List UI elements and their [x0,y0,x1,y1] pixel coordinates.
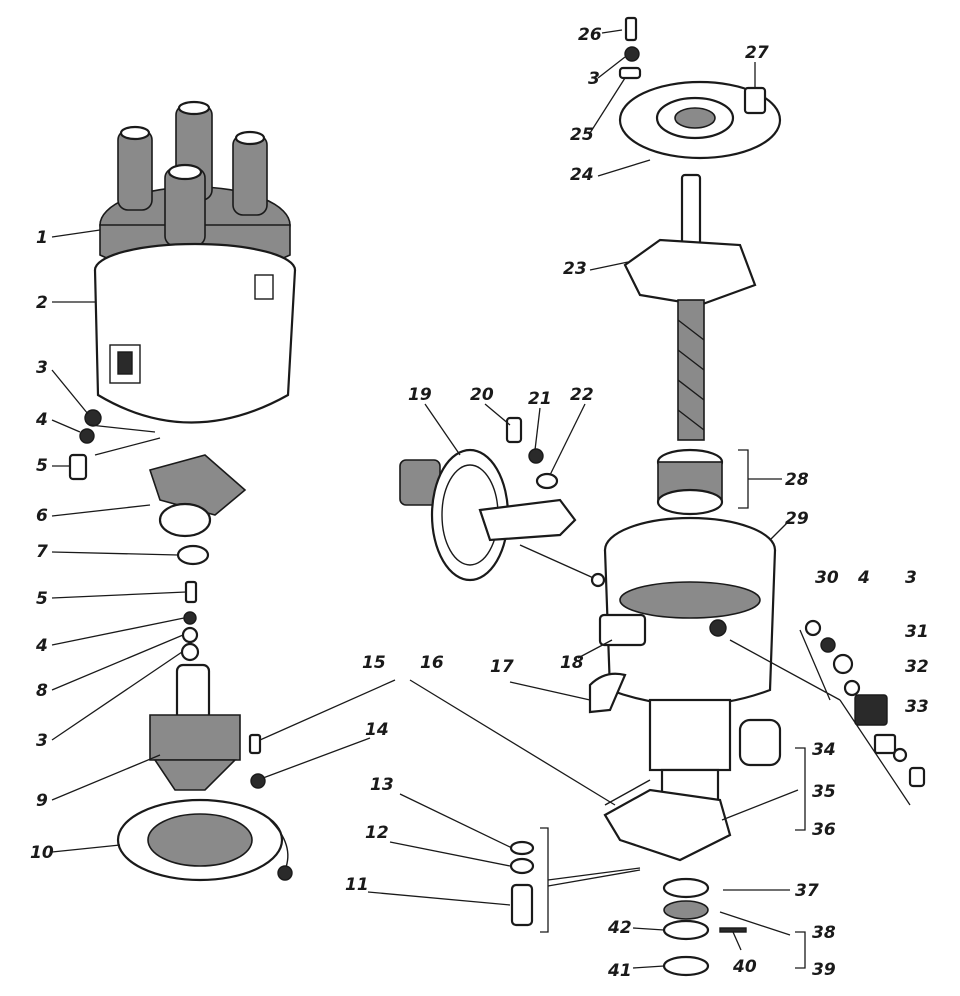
callout-5: 5 [36,589,48,609]
callout-20: 20 [470,385,494,405]
cap-shield-housing [93,242,297,424]
callout-28: 28 [785,470,809,490]
callout-36: 36 [812,820,836,840]
callout-25: 25 [570,125,594,145]
vacuum-washer [535,472,559,490]
callout-8: 8 [36,681,48,701]
plate-clip [618,66,642,80]
left-fasteners-top [68,409,161,481]
callout-14: 14 [365,720,389,740]
callout-23: 23 [563,259,587,279]
vacuum-screw [505,416,523,444]
callout-3: 3 [36,358,48,378]
callout-3: 3 [905,568,917,588]
callout-11: 11 [345,875,369,895]
callout-38: 38 [812,923,836,943]
callout-39: 39 [812,960,836,980]
callout-29: 29 [785,509,809,529]
callout-24: 24 [570,165,594,185]
callout-4: 4 [35,410,48,430]
callout-3: 3 [36,731,48,751]
shaft-bushing [656,448,782,516]
callout-37: 37 [795,881,819,901]
callout-9: 9 [36,791,48,811]
callout-4: 4 [857,568,870,588]
callout-22: 22 [570,385,594,405]
callout-labels: 1 2 3 4 5 6 7 5 4 8 3 9 10 11 12 13 14 1… [30,25,929,981]
callout-2: 2 [36,293,48,313]
advance-shaft-assembly [149,663,241,791]
callout-5: 5 [36,456,48,476]
callout-4: 4 [35,636,48,656]
small-washer [250,773,266,789]
callout-30: 30 [815,568,839,588]
plate-screw [624,16,638,42]
callout-17: 17 [490,657,514,677]
callout-26: 26 [578,25,602,45]
small-screw-stack [180,580,200,662]
callout-16: 16 [420,653,444,673]
callout-10: 10 [30,843,54,863]
callout-40: 40 [732,957,757,977]
felt-washer [176,544,210,566]
callout-6: 6 [36,506,48,526]
callout-32: 32 [905,657,929,677]
small-screw [248,733,262,755]
callout-19: 19 [408,385,432,405]
callout-leaders [51,29,799,969]
callout-41: 41 [607,961,632,981]
callout-27: 27 [745,43,769,63]
callout-3: 3 [588,69,600,89]
callout-33: 33 [905,697,929,717]
terminal-parts [729,619,926,806]
callout-35: 35 [812,782,836,802]
callout-42: 42 [607,918,632,938]
callout-21: 21 [528,389,552,409]
breaker-plate-ring [116,798,293,882]
callout-1: 1 [36,228,48,248]
callout-31: 31 [905,622,929,642]
callout-15: 15 [362,653,386,673]
callout-34: 34 [812,740,836,760]
rotor [148,454,247,538]
vacuum-lockwasher [528,448,544,464]
callout-13: 13 [370,775,394,795]
lower-shaft-stack [603,747,806,977]
bolt-washer-set [509,827,641,933]
cam-shaft-assembly [623,173,757,441]
callout-18: 18 [560,653,584,673]
callout-7: 7 [36,542,48,562]
plate-lockwasher [624,46,640,62]
distributor-body [588,516,782,772]
callout-12: 12 [365,823,389,843]
contact-breaker-plate [618,80,782,160]
vacuum-advance-unit [399,448,606,588]
